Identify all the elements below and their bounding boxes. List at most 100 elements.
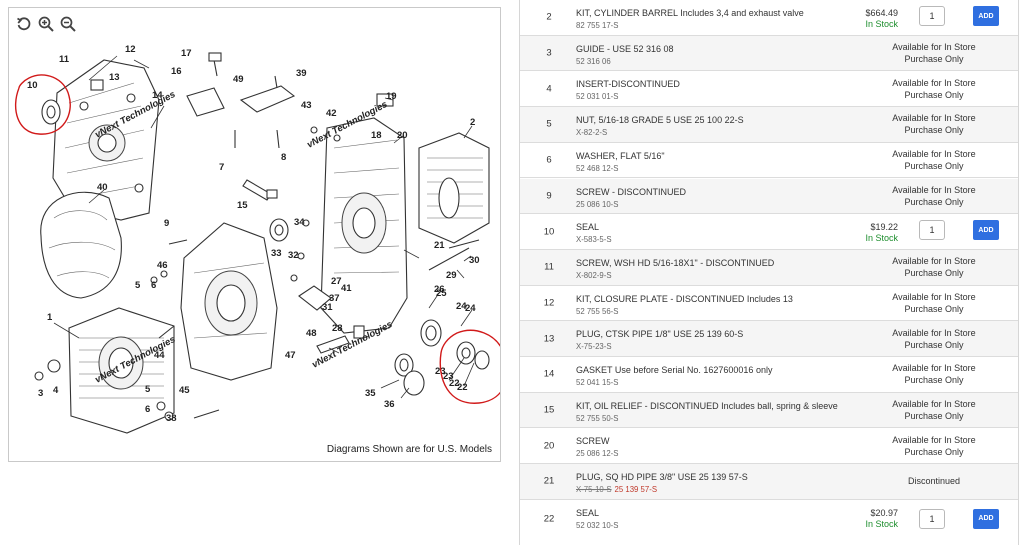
parts-row: 10 SEAL X-583-5-S $19.22 In Stock ADD <box>520 214 1018 250</box>
callout-label: 17 <box>181 48 192 59</box>
callout-label: 7 <box>219 162 224 173</box>
ref-number: 21 <box>543 475 555 487</box>
availability-line: Purchase Only <box>904 375 964 386</box>
callout-label: 23 <box>443 371 454 382</box>
availability-line: Available for In Store <box>892 399 976 410</box>
quantity-input[interactable] <box>919 508 945 529</box>
callout-label: 32 <box>288 250 299 261</box>
availability-line: Available for In Store <box>892 77 976 88</box>
parts-diagram-panel: 1 2 3 4 5 6 7 8 9 10 11 12 13 14 15 16 1… <box>8 7 501 462</box>
zoom-out-button[interactable] <box>58 15 78 33</box>
callout-label: 27 <box>331 276 342 287</box>
diagram-caption: Diagrams Shown are for U.S. Models <box>326 444 492 455</box>
callout-label: 20 <box>397 130 408 141</box>
stock-status: In Stock <box>865 19 898 29</box>
availability-line: Purchase Only <box>904 161 964 172</box>
callout-label: 5 <box>135 280 141 291</box>
parts-list: 2 KIT, CYLINDER BARREL Includes 3,4 and … <box>519 0 1019 545</box>
part-description: PLUG, CTSK PIPE 1/8" USE 25 139 60-S <box>576 329 744 340</box>
parts-row: 9 SCREW - DISCONTINUED 25 086 10-S Avail… <box>520 178 1018 215</box>
callout-label: 48 <box>306 328 317 339</box>
callout-label: 44 <box>154 350 165 361</box>
availability-line: Available for In Store <box>892 113 976 124</box>
part-description: GASKET Use before Serial No. 1627600016 … <box>576 365 773 375</box>
part-number: X-583-5-S <box>576 235 612 245</box>
availability-line: Purchase Only <box>904 446 964 457</box>
ref-number: 20 <box>543 440 555 452</box>
zoom-out-icon <box>60 16 76 32</box>
parts-row: 12 KIT, CLOSURE PLATE - DISCONTINUED Inc… <box>520 286 1018 322</box>
ref-number: 2 <box>546 11 552 23</box>
quantity-input[interactable] <box>919 6 945 26</box>
callout-label: 31 <box>322 302 333 313</box>
part-description: SCREW - DISCONTINUED <box>576 186 686 197</box>
part-description: GUIDE - USE 52 316 08 <box>576 43 674 54</box>
callout-label: 46 <box>157 260 168 271</box>
exploded-view-diagram[interactable]: 1 2 3 4 5 6 7 8 9 10 11 12 13 14 15 16 1… <box>9 8 500 461</box>
parts-row: 15 KIT, OIL RELIEF - DISCONTINUED Includ… <box>520 392 1018 429</box>
crankcase-drawing <box>180 222 278 381</box>
part-number: X-802-9-S <box>576 270 612 280</box>
quantity-input[interactable] <box>919 220 945 241</box>
callout-label: 8 <box>281 152 286 163</box>
add-to-cart-button[interactable]: ADD <box>973 6 999 26</box>
diagram-toolbar <box>14 15 78 33</box>
callout-label: 6 <box>145 404 150 415</box>
callout-label: 24 <box>456 301 467 312</box>
part-number: 52 031 01-S <box>576 92 619 102</box>
availability-line: Purchase Only <box>904 303 964 314</box>
part-number: 52 316 06 <box>576 56 611 66</box>
callout-label: 16 <box>171 66 182 77</box>
callout-label: 25 <box>436 288 447 299</box>
zoom-in-button[interactable] <box>36 15 56 33</box>
ref-number: 11 <box>544 261 554 273</box>
callout-label: 11 <box>59 54 70 65</box>
part-number: 25 086 12-S <box>576 449 619 459</box>
part-number: 52 032 10-S <box>576 520 619 530</box>
rotate-button[interactable] <box>14 15 34 33</box>
callout-label: 45 <box>179 385 190 396</box>
closure-plate-drawing <box>52 59 160 221</box>
callout-label: 12 <box>125 44 136 55</box>
ref-number: 3 <box>546 47 552 59</box>
ref-number: 5 <box>546 118 552 130</box>
part-description: NUT, 5/16-18 GRADE 5 USE 25 100 22-S <box>576 115 744 126</box>
callout-label: 21 <box>434 240 445 251</box>
part-description: SCREW, WSH HD 5/16-18X1" - DISCONTINUED <box>576 257 775 268</box>
add-to-cart-button[interactable]: ADD <box>973 508 999 529</box>
callout-label: 15 <box>237 200 248 211</box>
availability-line: Available for In Store <box>892 327 976 338</box>
part-number: X-82-2-S <box>576 128 608 138</box>
ref-number: 22 <box>543 513 555 525</box>
add-to-cart-button[interactable]: ADD <box>973 220 999 241</box>
callout-label: 10 <box>27 80 38 91</box>
callout-label: 43 <box>301 100 312 111</box>
callout-label: 5 <box>145 384 151 395</box>
callout-label: 40 <box>97 182 108 193</box>
part-description: SCREW <box>576 436 610 447</box>
gaskets-drawing <box>186 85 296 242</box>
part-number: 82 755 17-S <box>576 21 619 30</box>
parts-row: 4 INSERT-DISCONTINUED 52 031 01-S Availa… <box>520 71 1018 108</box>
callout-label: 3 <box>38 388 43 399</box>
parts-row: 21 PLUG, SQ HD PIPE 3/8" USE 25 139 57-S… <box>520 464 1018 500</box>
callout-label: 13 <box>109 72 120 83</box>
callout-label: 14 <box>152 90 163 101</box>
callout-label: 41 <box>341 283 352 294</box>
part-number: 52 755 56-S <box>576 306 619 316</box>
callout-label: 42 <box>326 108 337 119</box>
replacement-part-number: 25 139 57-S <box>614 485 658 495</box>
parts-row: 11 SCREW, WSH HD 5/16-18X1" - DISCONTINU… <box>520 249 1018 286</box>
part-number: 52 468 12-S <box>576 163 619 173</box>
availability-line: Available for In Store <box>892 149 976 160</box>
old-part-number: X-75-10-S <box>576 485 612 495</box>
availability-line: Available for In Store <box>892 256 976 267</box>
parts-row: 3 GUIDE - USE 52 316 08 52 316 06 Availa… <box>520 35 1018 72</box>
part-description: KIT, OIL RELIEF - DISCONTINUED Includes … <box>576 400 838 411</box>
